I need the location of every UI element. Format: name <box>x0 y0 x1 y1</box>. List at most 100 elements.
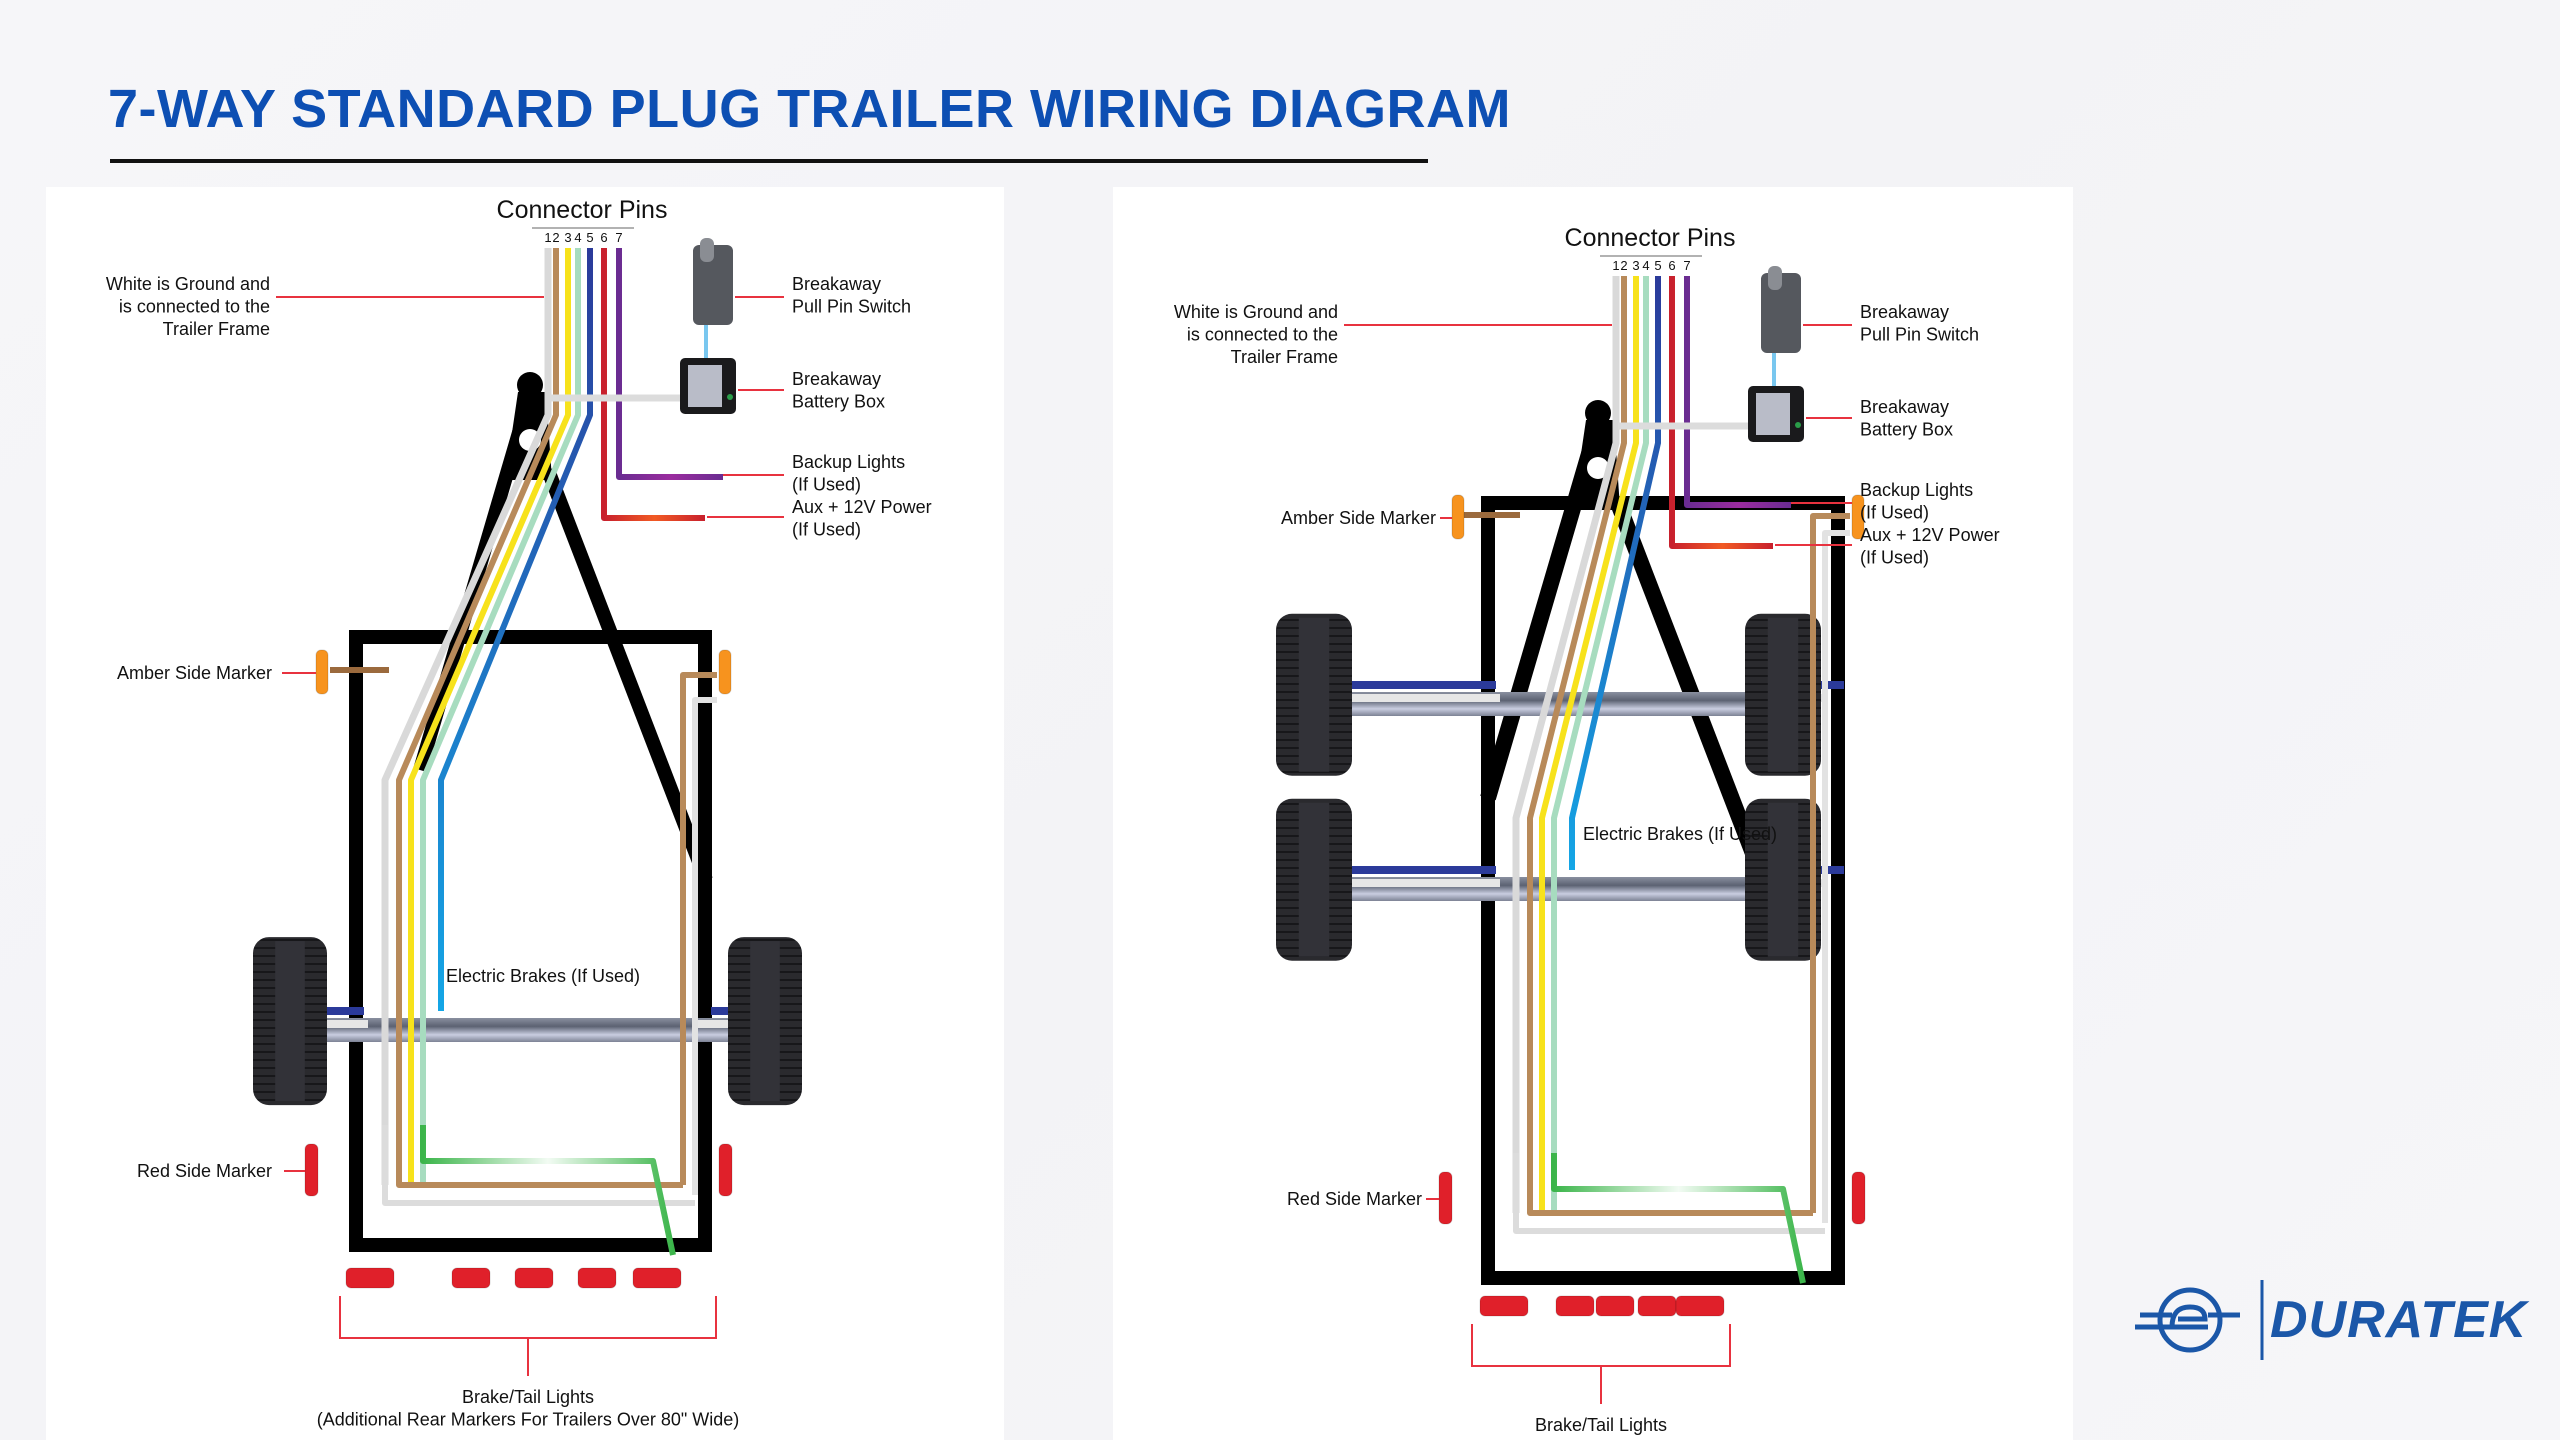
tire-right-center <box>1767 617 1799 772</box>
electric-brakes-label: Electric Brakes (If Used) <box>1583 824 1777 844</box>
ground-white-wire <box>1512 276 1620 1213</box>
axle <box>327 1018 728 1042</box>
tail-lights-bracket <box>339 1296 717 1339</box>
rear-green-wire <box>420 1125 676 1256</box>
backup-lights-label: Backup Lights <box>792 452 905 472</box>
tire-left-center <box>275 941 305 1102</box>
brake-tail-lights-label: (Additional Rear Markers For Trailers Ov… <box>317 1410 740 1430</box>
battery-led-green-icon <box>727 394 733 400</box>
backup-lights-label: (If Used) <box>792 475 861 495</box>
pin5-blue-wire <box>438 248 593 1011</box>
ground-label: Trailer Frame <box>163 319 270 339</box>
brake-tail-light <box>1675 1295 1725 1317</box>
duratek-brand-name: DURATEK <box>2270 1291 2528 1349</box>
rear-brown-bus <box>396 1125 683 1188</box>
pin2-brown-wire <box>396 248 559 1185</box>
ground-white-wire <box>381 248 552 1185</box>
electric-brakes-label: Electric Brakes (If Used) <box>446 966 640 986</box>
red-side-marker-left <box>1438 1171 1453 1225</box>
battery-box-label: Breakaway <box>1860 397 1949 417</box>
brake-tail-light <box>632 1267 682 1289</box>
amber-side-marker-left <box>1451 494 1465 540</box>
rear-clearance-marker <box>451 1267 491 1289</box>
ground-label: is connected to the <box>119 297 270 317</box>
coupler-icon <box>1585 400 1611 426</box>
rear-clearance-marker <box>1595 1295 1635 1317</box>
brake-tail-lights-label: Brake/Tail Lights <box>462 1387 594 1407</box>
duratek-logo-icon <box>2135 1280 2264 1360</box>
red-side-marker-left <box>304 1143 319 1197</box>
right-brown-wire <box>680 672 717 1185</box>
tire-right-center <box>750 941 780 1102</box>
pull-pin-label: Breakaway <box>792 274 881 294</box>
battery-led-green-icon <box>1795 422 1801 428</box>
aux-power-label: (If Used) <box>792 520 861 540</box>
connector-pins-title: Connector Pins <box>1565 224 1736 252</box>
pin-number-label: 7 <box>1683 258 1690 273</box>
pin-number-label: 4 <box>574 230 581 245</box>
pin-number-label: 2 <box>1620 258 1627 273</box>
pin4-green-wire <box>1551 276 1649 1213</box>
rear-white-bus <box>1513 1153 1825 1234</box>
trailer-frame <box>349 630 712 1252</box>
ground-label: White is Ground and <box>106 274 270 294</box>
breakaway-pull-pin-switch-icon <box>1761 273 1801 353</box>
pin-number-label: 1 <box>1612 258 1619 273</box>
ground-label: Trailer Frame <box>1231 347 1338 367</box>
battery-box-screen-icon <box>688 365 722 407</box>
brake-tail-light <box>345 1267 395 1289</box>
pull-pin-label: Pull Pin Switch <box>1860 325 1979 345</box>
tire-left-center <box>1298 802 1330 957</box>
brake-tail-light <box>1479 1295 1529 1317</box>
pull-pin-tab-icon <box>1768 266 1782 290</box>
pin-number-label: 2 <box>552 230 559 245</box>
right-white-wire <box>1822 530 1850 1223</box>
rear-clearance-marker <box>514 1267 554 1289</box>
red-side-marker-label: Red Side Marker <box>137 1161 272 1181</box>
aux-power-label: (If Used) <box>1860 548 1929 568</box>
ground-label: White is Ground and <box>1174 302 1338 322</box>
battery-box-label: Battery Box <box>792 392 885 412</box>
pull-pin-label: Breakaway <box>1860 302 1949 322</box>
pin7-purple-wire <box>616 248 723 480</box>
pin-number-label: 5 <box>1654 258 1661 273</box>
amber-side-marker-right <box>718 649 732 695</box>
amber-side-marker-label: Amber Side Marker <box>117 663 272 683</box>
rear-clearance-marker <box>577 1267 617 1289</box>
pull-pin-tab-icon <box>700 238 714 262</box>
battery-box-label: Battery Box <box>1860 420 1953 440</box>
right-brown-wire <box>1810 513 1850 1213</box>
pin-number-label: 6 <box>600 230 607 245</box>
pull-pin-label: Pull Pin Switch <box>792 297 911 317</box>
red-side-marker-label: Red Side Marker <box>1287 1189 1422 1209</box>
pin3-yellow-wire <box>1539 276 1639 1213</box>
tire-left-center <box>1298 617 1330 772</box>
pin3-yellow-wire <box>408 248 571 1185</box>
pin-number-label: 4 <box>1642 258 1649 273</box>
pin-number-label: 5 <box>586 230 593 245</box>
battery-box-screen-icon <box>1756 393 1790 435</box>
title-underline <box>110 159 1428 163</box>
aux-power-label: Aux + 12V Power <box>792 497 932 517</box>
connector-pins-title: Connector Pins <box>497 196 668 224</box>
aux-power-label: Aux + 12V Power <box>1860 525 2000 545</box>
brake-tail-lights-label: Brake/Tail Lights <box>1535 1415 1667 1435</box>
amber-side-marker-label: Amber Side Marker <box>1281 508 1436 528</box>
backup-lights-label: (If Used) <box>1860 503 1929 523</box>
brake-tail-lights-label: (Additional Rear Markers For Trailers Ov… <box>1390 1438 1813 1440</box>
rear-clearance-marker <box>1637 1295 1677 1317</box>
a-frame-right-arm <box>541 467 713 883</box>
pin-number-label: 3 <box>564 230 571 245</box>
tail-lights-bracket <box>1471 1324 1731 1367</box>
amber-side-marker-left <box>315 649 329 695</box>
rear-green-wire <box>1551 1153 1806 1284</box>
amber-side-marker-right <box>1851 494 1865 540</box>
pin-number-label: 6 <box>1668 258 1675 273</box>
rear-brown-bus <box>1527 1153 1813 1216</box>
coupler-hole-icon <box>1587 457 1609 479</box>
pin-number-label: 3 <box>1632 258 1639 273</box>
page-title: 7-WAY STANDARD PLUG TRAILER WIRING DIAGR… <box>108 79 1512 139</box>
